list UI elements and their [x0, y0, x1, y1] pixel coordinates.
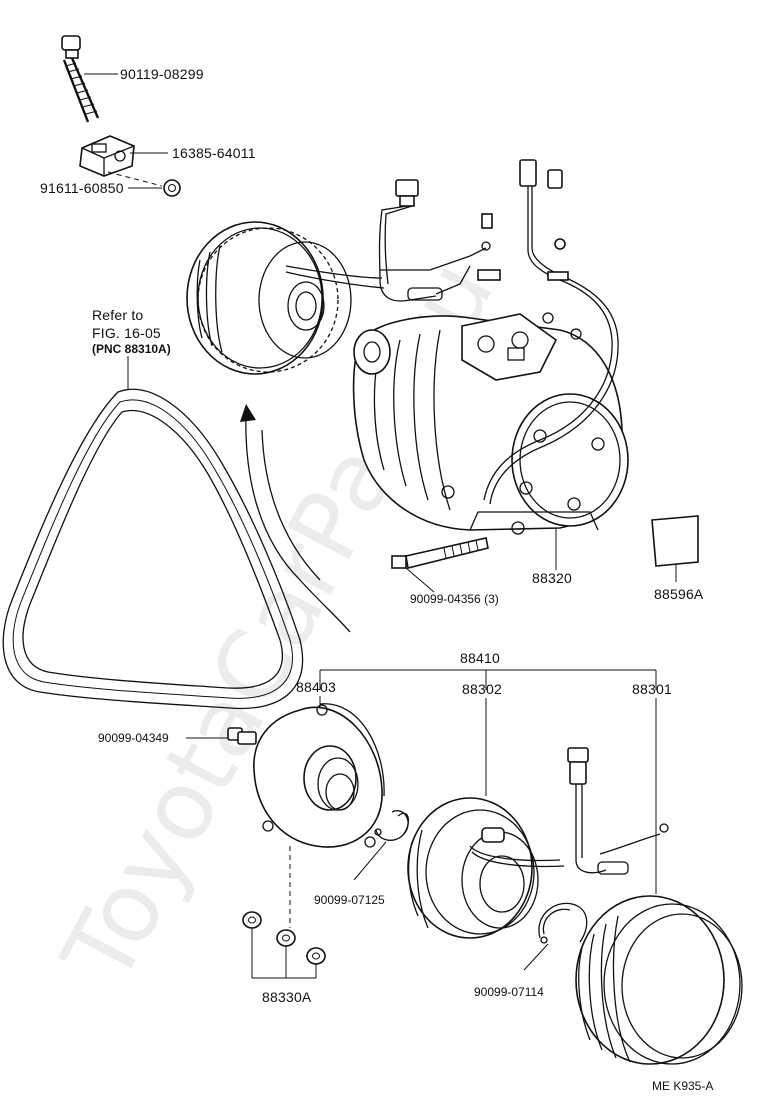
stator-wire-connector[interactable]: [567, 747, 669, 875]
label-bracket: 16385-64011: [172, 145, 256, 161]
label-snap-ring-2: 90099-07114: [474, 985, 544, 999]
label-clutch-assy: 88410: [460, 650, 500, 666]
label-shims: 88330A: [262, 989, 312, 1005]
bolt-90099-04356[interactable]: [391, 537, 489, 569]
nut-91611-60850[interactable]: [163, 179, 181, 197]
install-arrow: [240, 404, 351, 633]
label-snap-ring-1: 90099-07125: [314, 893, 385, 907]
figure-code: ME K935-A: [652, 1079, 713, 1093]
clutch-hub-88403[interactable]: [253, 703, 385, 848]
label-hub: 88403: [296, 679, 336, 695]
label-compressor-bolt: 90099-04356 (3): [410, 592, 499, 606]
refer-note-line3: (PNC 88310A): [92, 342, 171, 356]
shim-88330A[interactable]: [242, 911, 326, 965]
refer-note-line1: Refer to: [92, 307, 143, 323]
compressor-wire-harness[interactable]: [285, 159, 619, 505]
label-nut: 91611-60850: [40, 180, 124, 196]
label-label-plate: 88596A: [654, 586, 704, 602]
bolt-90099-04349[interactable]: [227, 727, 257, 745]
label-bolt-long-top: 90119-08299: [120, 66, 204, 82]
label-plate-88596A[interactable]: [651, 515, 699, 567]
drive-belt[interactable]: [2, 388, 304, 710]
snap-ring-90099-07114[interactable]: [538, 902, 588, 944]
compressor-body-88320[interactable]: [352, 312, 629, 535]
label-hub-bolt: 90099-04349: [98, 731, 169, 745]
label-pulley: 88301: [632, 681, 672, 697]
label-compressor: 88320: [532, 570, 572, 586]
refer-note-line2: FIG. 16-05: [92, 325, 161, 341]
stator-88302[interactable]: [407, 797, 565, 939]
pulley-88301[interactable]: [575, 895, 743, 1065]
label-stator: 88302: [462, 681, 502, 697]
clutch-pulley-upper[interactable]: [186, 221, 352, 375]
snap-ring-90099-07125[interactable]: [374, 810, 409, 841]
bracket-16385-64011[interactable]: [79, 135, 135, 177]
bolt-90119-08299[interactable]: [61, 35, 100, 123]
